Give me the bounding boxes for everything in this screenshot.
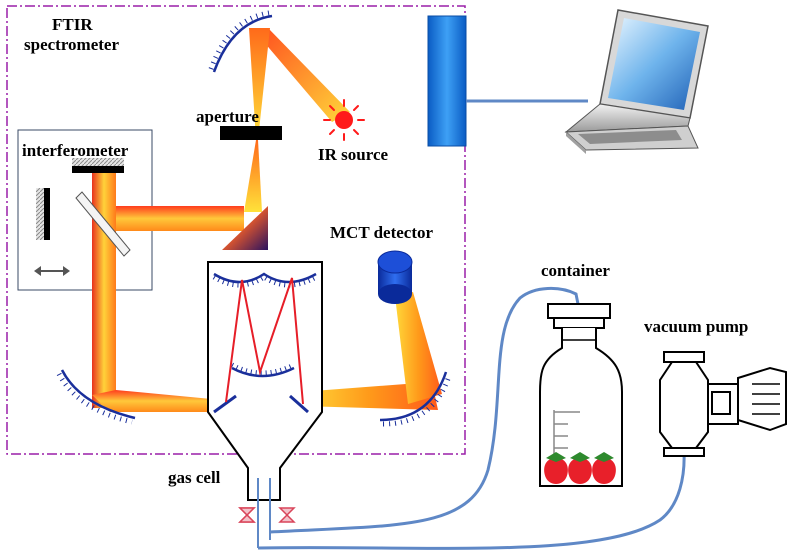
vacuum-pump <box>659 351 787 457</box>
computer-tower <box>427 15 467 147</box>
interferometer-beam <box>92 170 116 408</box>
prism <box>222 206 268 250</box>
fixed-mirror <box>72 166 124 173</box>
ftir-label-line2: spectrometer <box>24 35 119 54</box>
horizontal-beam <box>92 206 244 231</box>
beam-to-prism <box>244 140 262 212</box>
gas-cell-tubes <box>238 478 296 548</box>
interferometer-optics <box>34 158 131 276</box>
beam-to-detector <box>395 292 442 404</box>
multipass-laser-path <box>225 277 304 405</box>
left-focusing-mirror <box>56 369 136 425</box>
ftir-label-line1: FTIR <box>52 15 93 34</box>
interferometer-label: interferometer <box>22 141 129 160</box>
container-bottle <box>539 303 623 487</box>
moving-mirror <box>44 188 50 240</box>
spectrometer-enclosure <box>6 5 466 455</box>
scan-mirror <box>208 10 273 73</box>
strawberry-icon <box>568 452 592 484</box>
ir-source-icon <box>323 99 365 141</box>
aperture-label: aperture <box>196 107 259 126</box>
beam-splitter <box>75 191 131 257</box>
strawberry-icon <box>544 452 568 484</box>
source-beam <box>252 28 350 122</box>
mct-detector <box>377 250 413 304</box>
gas-cell-label: gas cell <box>168 468 221 487</box>
beam-out-of-cell <box>300 382 438 410</box>
ir-beam-paths <box>92 28 442 412</box>
valve-icon <box>278 507 296 523</box>
laptop-icon <box>564 9 709 154</box>
gas-tubing <box>257 287 686 550</box>
vacuum-pump-label: vacuum pump <box>644 317 748 336</box>
container-label: container <box>541 261 610 280</box>
double-arrow-icon <box>34 266 70 276</box>
beam-to-aperture <box>249 28 270 140</box>
ir-source-label: IR source <box>318 145 388 164</box>
strawberry-icon <box>592 452 616 484</box>
mct-detector-label: MCT detector <box>330 223 434 242</box>
valve-icon <box>238 507 256 523</box>
right-focusing-mirror <box>379 371 452 427</box>
beam-into-cell <box>92 390 222 412</box>
labels: FTIR spectrometer aperture IR source int… <box>22 15 748 487</box>
gas-cell <box>207 261 323 501</box>
aperture-plate <box>220 126 282 140</box>
